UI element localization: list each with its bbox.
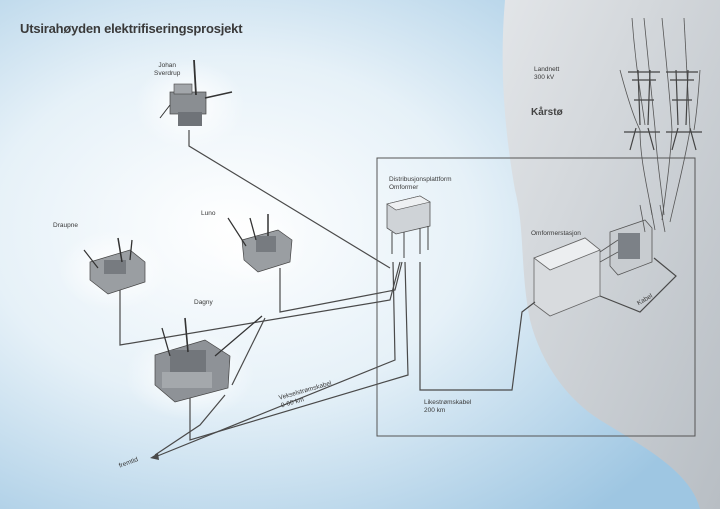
johan-sverdrup-platform — [159, 59, 233, 126]
draupne-platform — [83, 237, 146, 295]
label-converter-station: Omformerstasjon — [531, 230, 581, 237]
label-landnett: Landnett 300 kV — [534, 66, 560, 81]
cable-future — [154, 261, 396, 458]
converter-station-building — [533, 202, 666, 317]
dc-cable-path — [419, 262, 536, 391]
pylons — [624, 69, 702, 151]
luno-platform — [227, 214, 293, 273]
dagny-platform — [154, 315, 263, 403]
label-karsto: Kårstø — [531, 107, 563, 118]
label-distribution-platform: Distribusjonsplattform Omformer — [389, 176, 452, 191]
diagram-title: Utsirahøyden elektrifiseringsprosjekt — [20, 21, 243, 36]
land-cable-path — [599, 257, 677, 313]
cable-dagny-to-dist — [231, 317, 266, 386]
label-draupne: Draupne — [53, 222, 78, 229]
label-dagny: Dagny — [194, 299, 213, 306]
label-johan-sverdrup: Johan Sverdrup — [154, 62, 181, 77]
cable-luno — [279, 261, 403, 313]
future-arrow — [150, 453, 159, 460]
label-dc-cable: Likestrømskabel 200 km — [424, 399, 472, 414]
system-boundary-box — [376, 157, 696, 437]
distribution-platform — [386, 195, 431, 258]
cable-johan-sverdrup — [188, 130, 391, 269]
label-luno: Luno — [201, 210, 216, 217]
cable-dagny — [189, 261, 409, 441]
